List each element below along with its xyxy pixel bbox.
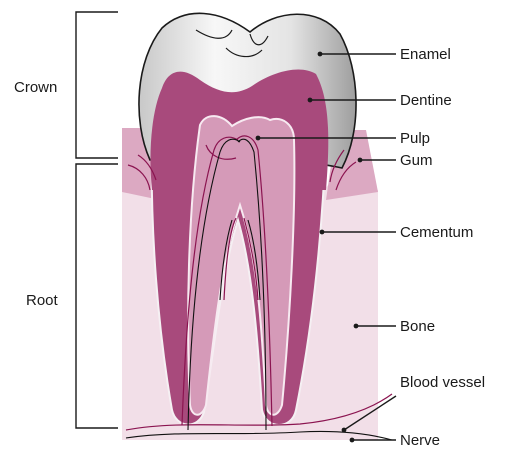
label-gum: Gum [400, 152, 433, 169]
crown-bracket [76, 12, 118, 158]
label-cementum: Cementum [400, 224, 473, 241]
label-enamel: Enamel [400, 46, 451, 63]
label-crown: Crown [14, 79, 57, 96]
label-pulp: Pulp [400, 130, 430, 147]
label-nerve: Nerve [400, 432, 440, 449]
root-bracket [76, 164, 118, 428]
label-bone: Bone [400, 318, 435, 335]
label-dentine: Dentine [400, 92, 452, 109]
label-root: Root [26, 292, 59, 309]
label-blood-vessel: Blood vessel [400, 374, 485, 391]
